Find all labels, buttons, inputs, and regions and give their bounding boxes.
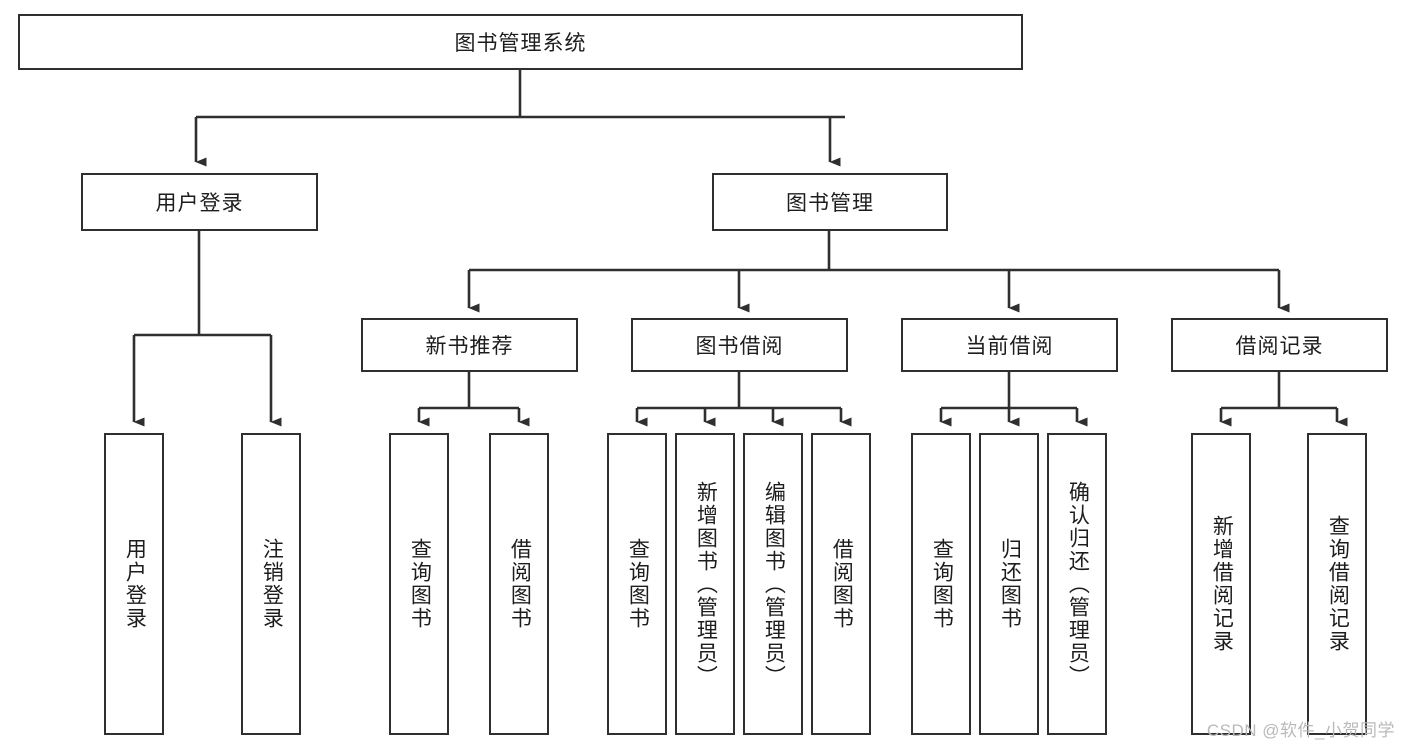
node-borrow-record[interactable]: 借阅记录 (1171, 318, 1388, 372)
node-label: 注销登录 (260, 538, 284, 630)
node-label: 借阅图书 (508, 538, 532, 630)
leaf-current-query-book[interactable]: 查询图书 (911, 433, 971, 735)
node-label: 图书管理系统 (454, 32, 587, 55)
node-label: 查询图书 (930, 538, 954, 630)
node-label: 新增借阅记录 (1210, 515, 1234, 653)
node-label: 新增图书（管理员） (694, 480, 718, 688)
node-label: 查询借阅记录 (1326, 515, 1350, 653)
node-label: 查询图书 (408, 538, 432, 630)
node-label: 当前借阅 (965, 335, 1054, 358)
node-label: 图书借阅 (695, 335, 784, 358)
leaf-borrow-edit-book-admin[interactable]: 编辑图书（管理员） (743, 433, 803, 735)
leaf-borrow-borrow-book[interactable]: 借阅图书 (811, 433, 871, 735)
leaf-user-login-signin[interactable]: 用户登录 (104, 433, 164, 735)
node-label: 确认归还（管理员） (1066, 480, 1090, 688)
leaf-record-query-record[interactable]: 查询借阅记录 (1307, 433, 1367, 735)
leaf-recommend-query-book[interactable]: 查询图书 (389, 433, 449, 735)
node-label: 查询图书 (626, 538, 650, 630)
node-label: 用户登录 (123, 538, 147, 630)
node-label: 用户登录 (155, 192, 244, 215)
node-current-borrow[interactable]: 当前借阅 (901, 318, 1118, 372)
node-label: 借阅记录 (1235, 335, 1324, 358)
node-label: 图书管理 (786, 192, 874, 215)
leaf-recommend-borrow-book[interactable]: 借阅图书 (489, 433, 549, 735)
leaf-current-confirm-return-admin[interactable]: 确认归还（管理员） (1047, 433, 1107, 735)
node-new-book-recommend[interactable]: 新书推荐 (361, 318, 578, 372)
node-label: 新书推荐 (425, 335, 514, 358)
node-label: 归还图书 (998, 538, 1022, 630)
node-book-borrow[interactable]: 图书借阅 (631, 318, 848, 372)
leaf-borrow-add-book-admin[interactable]: 新增图书（管理员） (675, 433, 735, 735)
leaf-record-add-record[interactable]: 新增借阅记录 (1191, 433, 1251, 735)
node-label: 借阅图书 (830, 538, 854, 630)
leaf-borrow-query-book[interactable]: 查询图书 (607, 433, 667, 735)
leaf-user-login-signout[interactable]: 注销登录 (241, 433, 301, 735)
node-root[interactable]: 图书管理系统 (18, 14, 1023, 70)
leaf-current-return-book[interactable]: 归还图书 (979, 433, 1039, 735)
node-user-login[interactable]: 用户登录 (81, 173, 318, 231)
node-label: 编辑图书（管理员） (762, 480, 786, 688)
node-book-management[interactable]: 图书管理 (712, 173, 948, 231)
